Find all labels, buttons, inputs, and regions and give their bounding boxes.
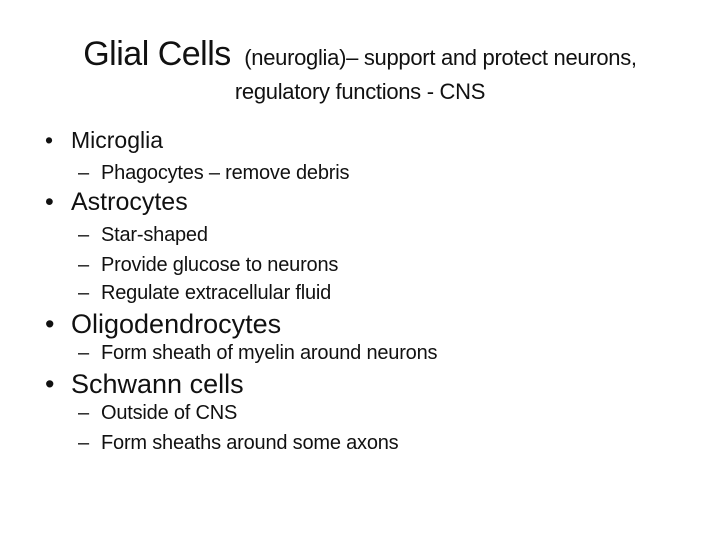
slide-title-main: Glial Cells	[83, 35, 231, 73]
sub-bullet-label: Form sheath of myelin around neurons	[101, 342, 438, 364]
sub-bullet-label: Phagocytes – remove debris	[101, 162, 350, 184]
bullet-label: Astrocytes	[71, 188, 188, 216]
sub-bullet-label: Regulate extracellular fluid	[101, 282, 332, 304]
bullet-icon: •	[45, 127, 54, 153]
slide-title-suffix: (neuroglia)– support and protect neurons…	[244, 45, 637, 70]
bullet-label: Microglia	[71, 127, 164, 153]
dash-icon: –	[78, 432, 89, 454]
sub-bullet-label: Star-shaped	[101, 224, 208, 246]
bullet-label: Oligodendrocytes	[71, 309, 282, 339]
bullet-label: Schwann cells	[71, 369, 244, 399]
sub-bullet-label: Form sheaths around some axons	[101, 432, 399, 454]
dash-icon: –	[78, 162, 89, 184]
dash-icon: –	[78, 342, 89, 364]
bullet-icon: •	[45, 188, 54, 216]
sub-bullet-label: Provide glucose to neurons	[101, 254, 339, 276]
bullet-icon: •	[45, 309, 55, 339]
sub-bullet-label: Outside of CNS	[101, 402, 238, 424]
slide-title-line2: regulatory functions - CNS	[234, 79, 486, 104]
dash-icon: –	[78, 224, 89, 246]
dash-icon: –	[78, 254, 89, 276]
dash-icon: –	[78, 402, 89, 424]
bullet-icon: •	[45, 369, 55, 399]
slide-title: Glial Cells (neuroglia)– support and pro…	[0, 35, 720, 80]
dash-icon: –	[78, 282, 89, 304]
